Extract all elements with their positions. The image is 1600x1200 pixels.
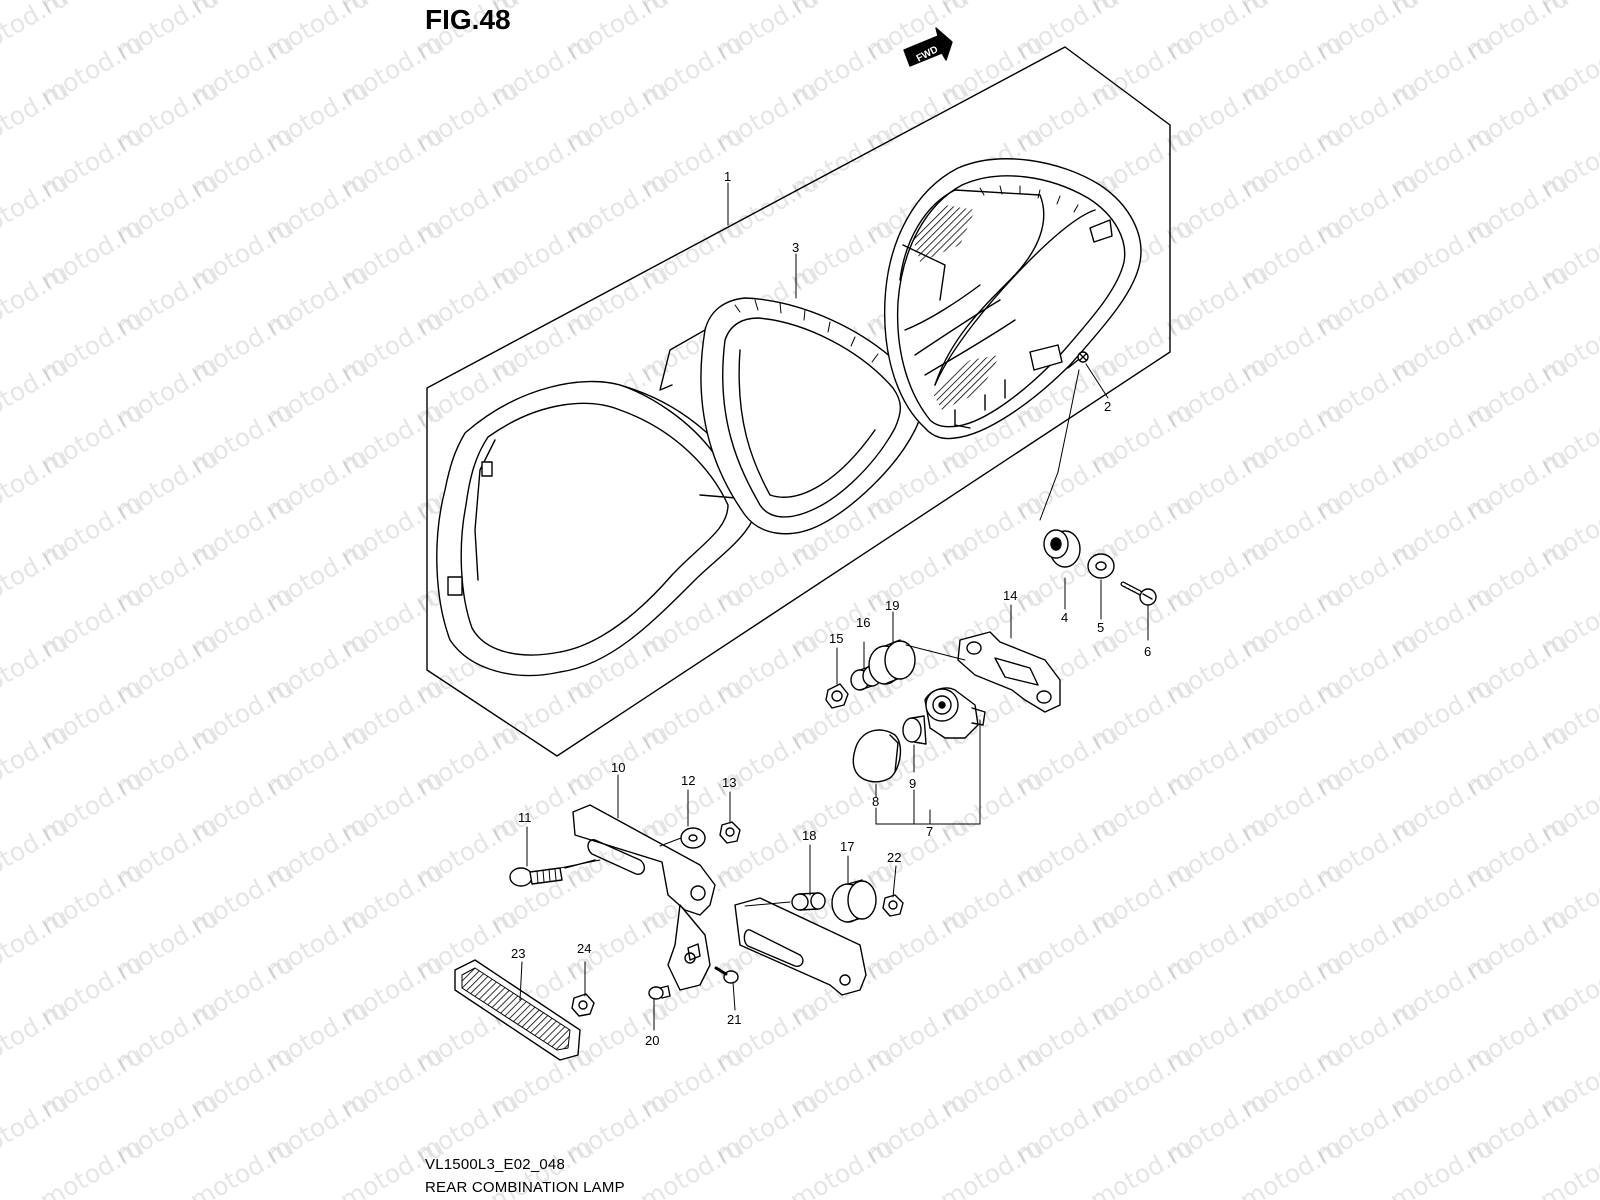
callout-8: 8 (872, 794, 879, 809)
callout-6: 6 (1144, 644, 1151, 659)
screw-20 (648, 985, 671, 1000)
callout-17: 17 (840, 839, 854, 854)
callout-20: 20 (645, 1033, 659, 1048)
bulb-socket-assembly (924, 687, 986, 739)
lamp-bracket-14 (957, 631, 1061, 713)
callout-23: 23 (511, 946, 525, 961)
callout-9: 9 (909, 776, 916, 791)
bulb-9 (902, 715, 927, 745)
cushion-17 (831, 879, 877, 923)
nut-13 (719, 821, 741, 844)
callout-2: 2 (1104, 399, 1111, 414)
screw-6 (1120, 581, 1157, 606)
diagram-name: REAR COMBINATION LAMP (425, 1179, 625, 1196)
washer-5 (1087, 553, 1115, 579)
nut-22 (882, 894, 904, 917)
callout-18: 18 (802, 828, 816, 843)
screw-2 (1067, 351, 1089, 369)
callout-13: 13 (722, 775, 736, 790)
figure-title: FIG.48 (425, 4, 511, 35)
callout-11: 11 (518, 810, 532, 825)
license-bracket-arm (667, 897, 867, 996)
callout-22: 22 (887, 850, 901, 865)
callout-21: 21 (727, 1012, 741, 1027)
cushion-19 (868, 639, 916, 685)
callout-12: 12 (681, 773, 695, 788)
callout-5: 5 (1097, 620, 1104, 635)
lamp-housing (883, 158, 1142, 440)
nut-24 (571, 993, 595, 1017)
callout-3: 3 (792, 240, 799, 255)
callout-14: 14 (1003, 588, 1017, 603)
leader-lines (519, 182, 1149, 1031)
outer-lens-ring (436, 380, 761, 677)
lens-cap-8 (852, 729, 902, 783)
nut-15 (825, 683, 849, 709)
lens-gasket (659, 297, 923, 535)
callout-10: 10 (611, 760, 625, 775)
grommet-4 (1043, 529, 1081, 568)
spacer-18 (791, 892, 826, 911)
washer-12 (680, 827, 706, 849)
callout-19: 19 (885, 598, 899, 613)
callout-24: 24 (577, 941, 591, 956)
callout-labels: 1 2 3 4 5 6 7 8 9 10 11 12 13 14 15 16 1… (511, 169, 1151, 1048)
callout-4: 4 (1061, 610, 1068, 625)
screw-21 (714, 966, 739, 984)
fwd-arrow-icon: FWD (903, 27, 953, 67)
bolt-11 (509, 859, 596, 887)
diagram-code: VL1500L3_E02_048 (425, 1156, 566, 1173)
reflector-23 (454, 959, 581, 1061)
callout-16: 16 (856, 615, 870, 630)
callout-7: 7 (926, 824, 933, 839)
callout-15: 15 (829, 631, 843, 646)
callout-1: 1 (724, 169, 731, 184)
assembly-box (426, 46, 1171, 757)
